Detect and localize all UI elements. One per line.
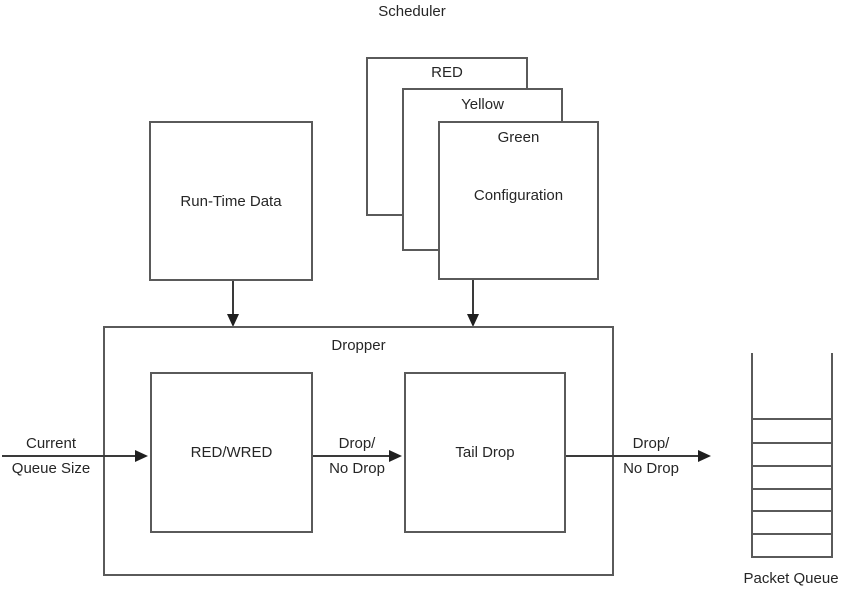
red-wred-label: RED/WRED xyxy=(190,444,273,461)
no-drop-label-mid: No Drop xyxy=(329,460,385,477)
arrow-mid-line xyxy=(313,455,390,457)
queue-size-label: Queue Size xyxy=(11,460,91,477)
scheduler-card-yellow-label: Yellow xyxy=(461,96,504,113)
drop-label-mid: Drop/ xyxy=(338,435,376,452)
dropper-label: Dropper xyxy=(331,337,386,354)
red-wred-box: RED/WRED xyxy=(150,372,313,533)
packet-queue-divider xyxy=(753,418,831,420)
packet-queue-label: Packet Queue xyxy=(743,570,839,587)
arrow-input-line xyxy=(2,455,136,457)
scheduler-card-green-label: Green xyxy=(497,129,540,146)
scheduler-card-green: Green Configuration xyxy=(438,121,599,280)
packet-queue-divider xyxy=(753,533,831,535)
runtime-data-label: Run-Time Data xyxy=(180,192,282,210)
arrow-mid-head xyxy=(389,450,402,462)
no-drop-label-out: No Drop xyxy=(623,460,679,477)
scheduler-card-red-label: RED xyxy=(431,64,463,81)
current-label: Current xyxy=(25,435,77,452)
drop-label-out: Drop/ xyxy=(632,435,670,452)
packet-queue-divider xyxy=(753,488,831,490)
arrow-input-head xyxy=(135,450,148,462)
scheduler-title: Scheduler xyxy=(378,3,446,20)
packet-queue-divider xyxy=(753,465,831,467)
packet-queue-divider xyxy=(753,442,831,444)
tail-drop-label: Tail Drop xyxy=(455,444,515,461)
arrow-config-to-dropper-head xyxy=(467,314,479,327)
arrow-runtime-to-dropper-head xyxy=(227,314,239,327)
runtime-data-box: Run-Time Data xyxy=(149,121,313,281)
packet-queue xyxy=(751,353,833,558)
arrow-output-line xyxy=(566,455,699,457)
packet-queue-divider xyxy=(753,510,831,512)
arrow-output-head xyxy=(698,450,711,462)
tail-drop-box: Tail Drop xyxy=(404,372,566,533)
arrow-runtime-to-dropper-line xyxy=(232,281,234,316)
configuration-label: Configuration xyxy=(473,187,564,204)
arrow-config-to-dropper-line xyxy=(472,280,474,316)
